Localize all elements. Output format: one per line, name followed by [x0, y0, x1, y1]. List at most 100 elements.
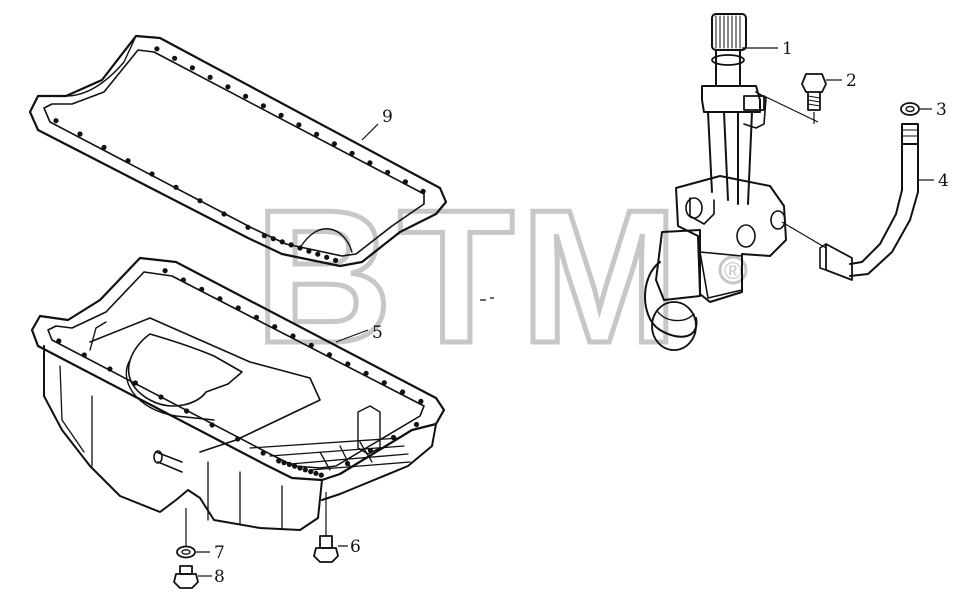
gasket-bolt-hole [402, 179, 408, 185]
callout-1: 1 [782, 39, 793, 59]
pan-bolt-hole [413, 421, 420, 428]
gasket-bolt-hole [306, 248, 312, 254]
gasket-bolt-hole [288, 242, 294, 248]
gasket-bolt-hole [260, 103, 266, 109]
registered-mark-ring [718, 255, 748, 285]
pan-bolt-hole [260, 450, 266, 456]
btm-watermark: BTM ® [253, 169, 748, 386]
pan-bolt-hole [308, 469, 314, 475]
gasket-bolt-hole [297, 245, 303, 251]
oil-pan-gasket [28, 34, 448, 268]
gasket-bolt-hole [261, 233, 267, 239]
pan-bolt-hole [367, 447, 374, 454]
pan-bolt-hole [297, 465, 303, 471]
leader-line-7 [185, 508, 210, 553]
pan-bolt-hole [363, 370, 369, 376]
drain-washer [176, 545, 196, 559]
gasket-bolt-hole [53, 118, 59, 124]
registered-mark: ® [724, 258, 742, 285]
pan-bolt-hole [253, 314, 260, 320]
pan-bolt-hole [313, 470, 319, 476]
gasket-bolt-hole [189, 65, 195, 71]
gasket-bolt-hole [420, 188, 426, 194]
gasket-bolt-hole [173, 184, 179, 190]
pan-bolt-hole [132, 380, 138, 386]
gasket-bolt-hole [149, 171, 155, 177]
pan-bolt-hole [318, 472, 324, 478]
callout-2: 2 [846, 71, 857, 91]
gasket-bolt-hole [367, 160, 373, 166]
callout-5: 5 [372, 323, 383, 343]
pan-bolt-hole [290, 333, 296, 339]
callout-8: 8 [214, 567, 225, 587]
gasket-bolt-hole [197, 198, 203, 204]
gasket-bolt-hole [221, 211, 227, 217]
callout-numbers: 1 2 3 4 5 6 7 8 9 [214, 39, 949, 587]
callout-7: 7 [214, 543, 225, 563]
oil-pump [644, 13, 787, 351]
leader-line-5 [335, 329, 369, 343]
gasket-bolt-hole [245, 224, 251, 230]
callout-9: 9 [382, 107, 393, 127]
oil-pan [30, 256, 446, 531]
gasket-bolt-hole [243, 93, 249, 99]
watermark-text: BTM [255, 171, 685, 383]
pan-bolt-hole [326, 352, 333, 358]
gasket-bolt-hole [101, 144, 107, 150]
pan-bolt-hole [381, 380, 387, 386]
pan-bolt-hole [302, 467, 308, 473]
pan-bolt-hole [199, 286, 205, 292]
gasket-bolt-hole [154, 46, 160, 52]
pan-bolt-hole [209, 422, 215, 428]
gasket-bolt-hole [331, 141, 337, 147]
gasket-bolt-hole [315, 251, 321, 257]
gasket-bolt-hole [279, 239, 285, 245]
bolt [801, 73, 827, 111]
drain-plug-bolt [173, 565, 199, 589]
small-mark [480, 297, 494, 301]
pan-bolt-hole [217, 296, 223, 302]
gasket-bolt-hole [225, 84, 231, 90]
gasket-bolt-hole [385, 169, 391, 175]
leader-line-2-mount [763, 95, 819, 124]
oil-pipe [819, 123, 919, 281]
pan-bolt-hole [158, 394, 164, 400]
pan-bolt-hole [184, 408, 190, 414]
callout-3: 3 [936, 100, 947, 120]
pan-bolt-hole [272, 324, 278, 330]
gasket-bolt-hole [278, 112, 284, 118]
gasket-bolt-hole [333, 257, 339, 263]
pan-bolt-hole [56, 338, 62, 344]
leader-lines [185, 47, 934, 577]
pan-bolt-hole [81, 352, 87, 358]
pan-bolt-hole [162, 268, 168, 274]
pan-bolt-hole [344, 460, 351, 467]
pan-bolt-hole [292, 463, 298, 469]
pan-bolt-hole [400, 389, 406, 395]
pan-bolt-hole [107, 366, 113, 372]
pan-bolt-hole [345, 361, 351, 367]
gasket-bolt-hole [125, 158, 131, 164]
pan-bolt-hole [390, 434, 397, 441]
pan-bolt-hole [235, 436, 241, 442]
callout-4: 4 [938, 171, 949, 191]
callout-6: 6 [350, 537, 361, 557]
gasket-bolt-hole [77, 131, 83, 137]
pan-bolt-hole [276, 458, 282, 464]
pan-bolt-hole [281, 460, 287, 466]
sealing-washer [900, 102, 920, 116]
gasket-bolt-hole [349, 150, 355, 156]
gasket-bolt-hole [270, 236, 276, 242]
drain-plug [313, 535, 339, 563]
pan-bolt-hole [286, 461, 292, 467]
pan-bolt-hole [235, 305, 241, 311]
leader-line-6 [325, 492, 348, 547]
pan-bolt-hole [418, 398, 424, 404]
gasket-bolt-hole [207, 74, 213, 80]
gasket-bolt-hole [172, 55, 178, 61]
gasket-bolt-hole [314, 131, 320, 137]
pan-bolt-hole [308, 342, 314, 348]
leader-line-4-joint [781, 221, 827, 249]
pan-bolt-hole [180, 277, 186, 283]
